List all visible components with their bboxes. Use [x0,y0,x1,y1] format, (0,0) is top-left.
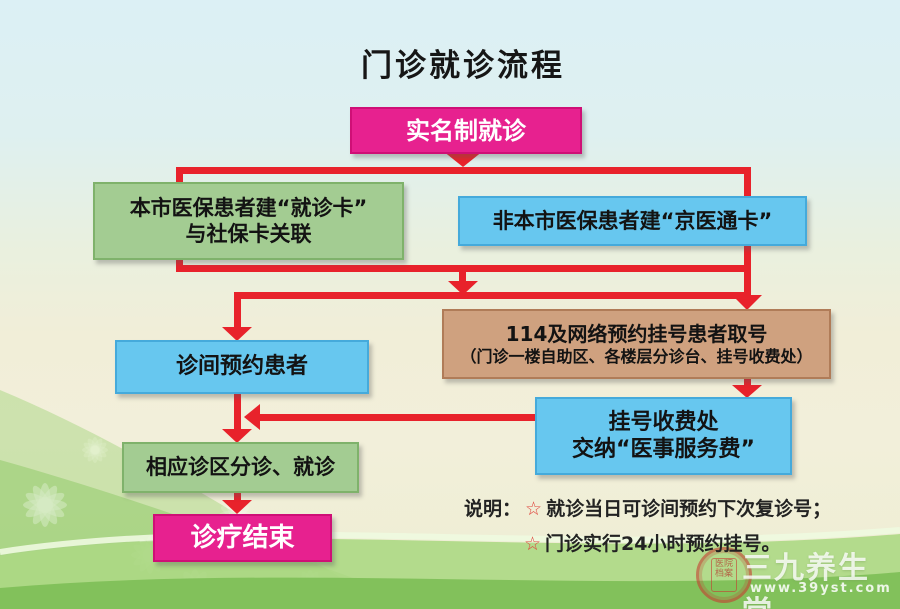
node-nonlocal-label: 非本市医保患者建“京医通卡” [492,208,773,233]
watermark-site-name: 三九养生堂 [742,551,870,609]
arrow-down-to-triage [222,429,252,443]
star-icon: ☆ [524,533,542,555]
node-pay-line2: 交纳“医事服务费” [572,437,755,462]
note-line-2: ☆门诊实行24小时预约挂号。 [464,527,864,562]
arrow-down-from-realname [443,151,483,167]
node-local-line1: 本市医保患者建“就诊卡” [129,195,368,220]
watermark-site-url: www.39yst.com [750,581,892,596]
arrow-down-center [448,281,478,295]
connector-split-horizontal [234,292,751,299]
arrow-down-to-pay-fee [732,385,762,398]
node-pay-service-fee: 挂号收费处 交纳“医事服务费” [535,397,792,475]
node-inclinic-label: 诊间预约患者 [175,354,308,380]
connector-center-stub [459,265,466,282]
node-pickup-line2: （门诊一楼自助区、各楼层分诊台、挂号收费处） [460,346,813,366]
node-triage-visit: 相应诊区分诊、就诊 [122,442,359,493]
connector-pay-to-left [258,414,535,421]
node-number-pickup: 114及网络预约挂号患者取号 （门诊一楼自助区、各楼层分诊台、挂号收费处） [442,309,831,379]
node-local-line2: 与社保卡关联 [185,222,312,246]
seal-stamp-icon: 医院档案 [696,547,752,603]
node-pay-line1: 挂号收费处 [608,409,719,435]
connector-pickup-to-pay [744,375,751,387]
node-local-insurance-card: 本市医保患者建“就诊卡” 与社保卡关联 [93,182,404,260]
connector-left-branch-vertical [234,292,241,328]
node-end-label: 诊疗结束 [190,522,295,553]
page-title: 门诊就诊流程 [361,48,565,84]
notes-block: 说明：☆就诊当日可诊间预约下次复诊号； ☆门诊实行24小时预约挂号。 [464,492,864,562]
connector-inclinic-to-triage [234,390,241,430]
arrow-down-to-end [222,500,252,514]
arrow-left-to-branch [244,404,260,430]
node-realname-visit: 实名制就诊 [350,107,582,154]
note-prefix: 说明： [464,498,522,520]
node-nonlocal-insurance-card: 非本市医保患者建“京医通卡” [458,196,807,246]
node-inclinic-appointment: 诊间预约患者 [115,340,369,394]
arrow-down-to-inclinic [222,327,252,341]
connector-triage-to-end [234,488,241,502]
note-text-1: 就诊当日可诊间预约下次复诊号； [546,498,832,520]
node-realname-label: 实名制就诊 [406,116,526,145]
note-line-1: 说明：☆就诊当日可诊间预约下次复诊号； [464,492,864,527]
node-pickup-line1: 114及网络预约挂号患者取号 [505,321,768,346]
node-end-of-visit: 诊疗结束 [153,514,332,562]
node-triage-label: 相应诊区分诊、就诊 [146,455,335,480]
star-icon: ☆ [525,498,543,520]
note-text-2: 门诊实行24小时预约挂号。 [545,533,781,555]
connector-top-horizontal [176,167,751,174]
seal-text: 医院档案 [711,558,737,592]
